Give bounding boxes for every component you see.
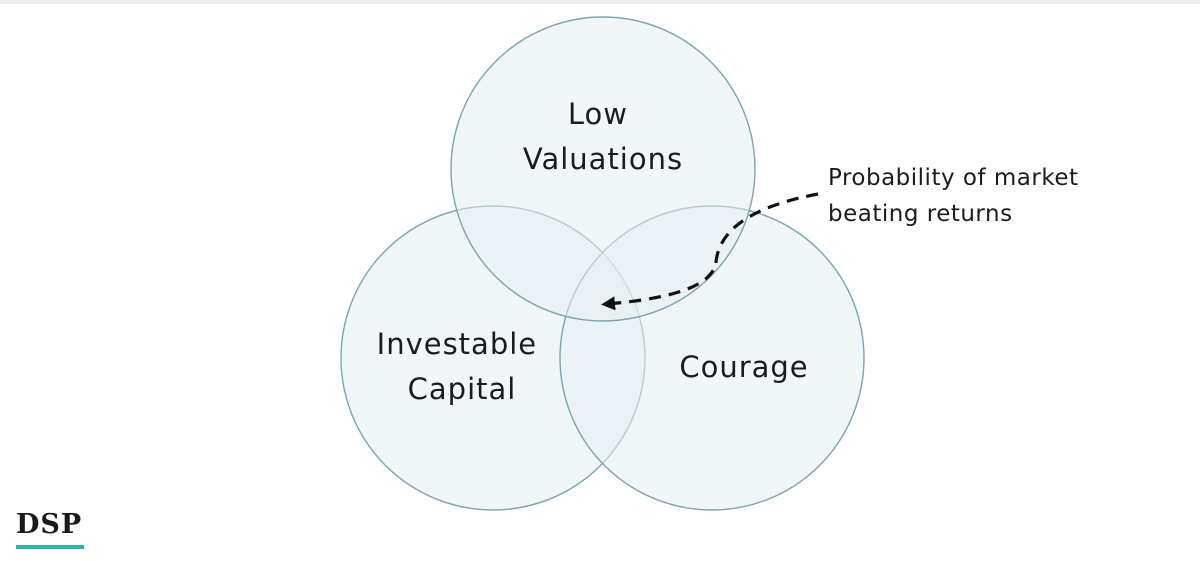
label-line: Capital: [408, 372, 517, 406]
label-low-valuations: Low Valuations: [523, 97, 683, 176]
annotation-line: Probability of market: [828, 165, 1079, 191]
annotation-arrow: [601, 192, 819, 311]
label-line: Courage: [679, 350, 808, 384]
logo-underline: [16, 545, 84, 549]
top-rule: [0, 0, 1200, 4]
label-line: Investable: [377, 327, 538, 361]
annotation-text: Probability of market beating returns: [828, 165, 1086, 227]
label-line: Low: [568, 97, 628, 131]
dsp-logo: DSP: [16, 509, 83, 540]
label-investable-capital: Investable Capital: [377, 327, 548, 406]
label-courage: Courage: [679, 350, 808, 384]
label-line: Valuations: [523, 142, 683, 176]
circle-low-valuations: [450, 16, 756, 322]
annotation-line: beating returns: [828, 201, 1013, 227]
